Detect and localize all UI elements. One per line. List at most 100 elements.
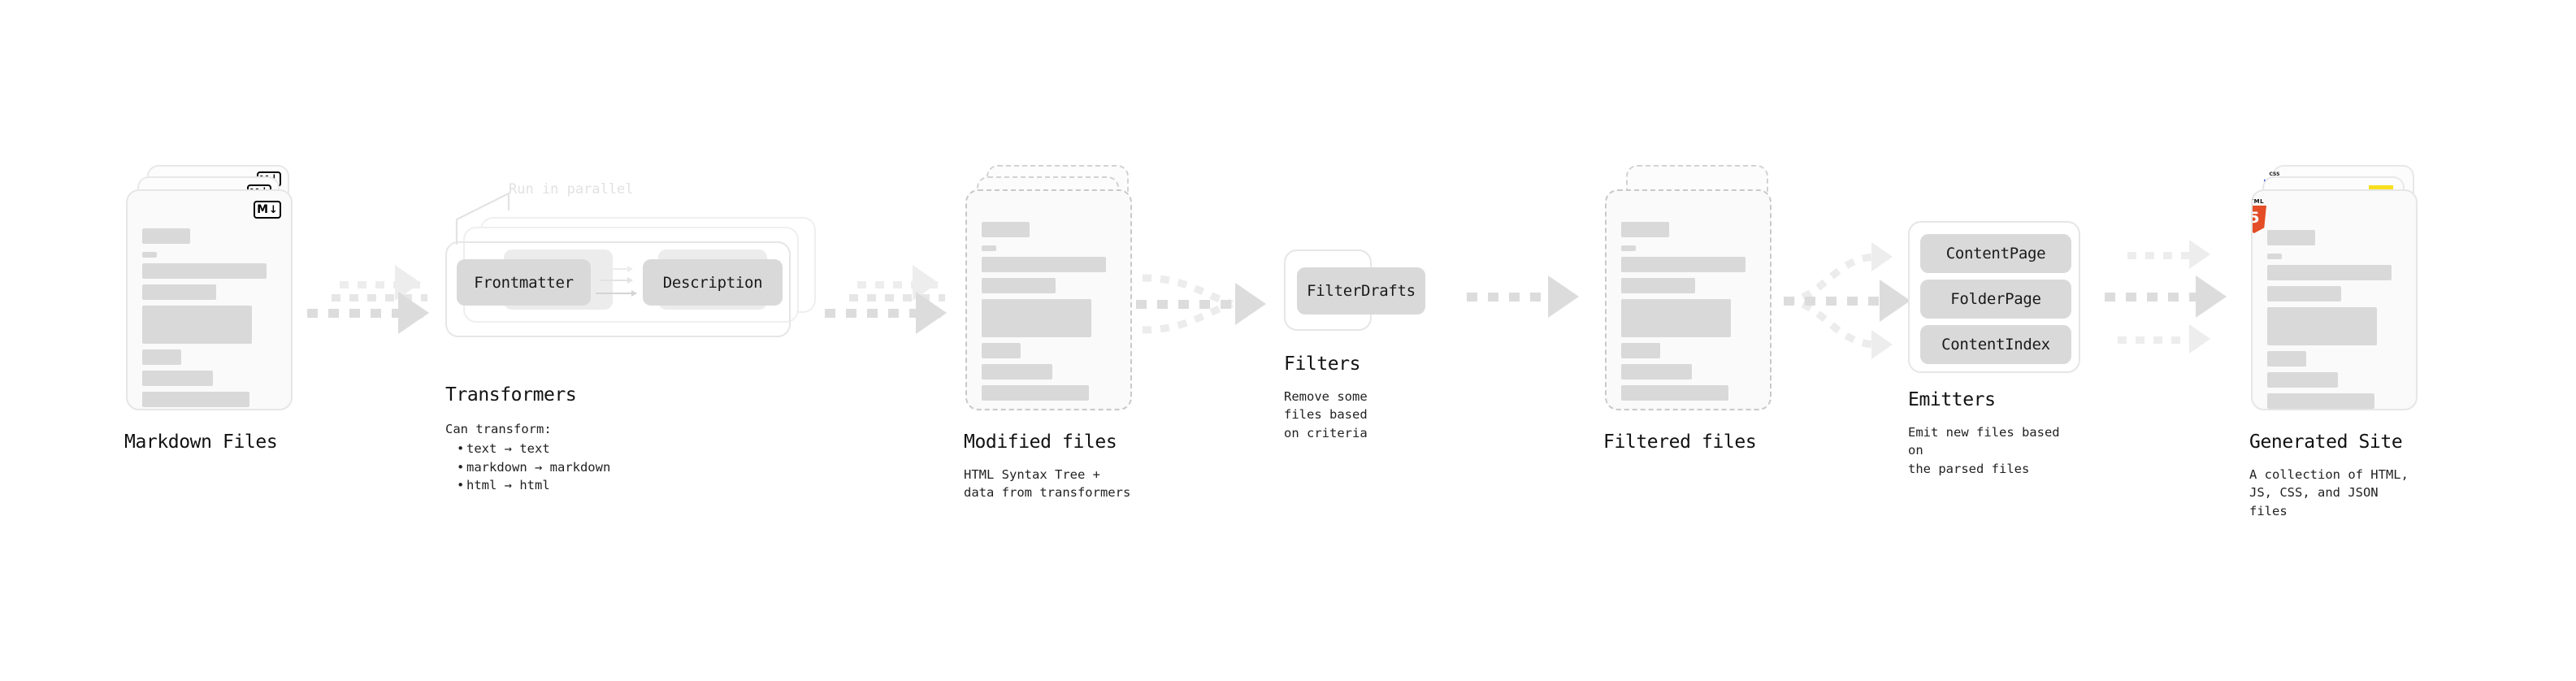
capability-items: text → text markdown → markdown html → h… <box>445 440 610 495</box>
content-line <box>1621 364 1693 380</box>
content-line <box>142 284 216 300</box>
list-item: text → text <box>457 440 610 458</box>
markdown-icon: M↓ <box>254 201 281 219</box>
flow-arrow-filtered-to-emitters <box>1784 236 1934 366</box>
arrow-head-main <box>2196 275 2227 318</box>
arrow-dash-main <box>307 309 427 318</box>
content-line <box>982 222 1030 237</box>
transformer-chip-description[interactable]: Description <box>643 259 783 306</box>
content-line <box>1621 278 1695 293</box>
filter-chip-filterdrafts[interactable]: FilterDrafts <box>1297 267 1425 314</box>
stage-filtered-files: Filtered files <box>1603 165 1772 453</box>
content-line <box>1621 257 1746 272</box>
content-line <box>142 349 181 365</box>
arrow-head-bottom <box>2189 324 2210 354</box>
markdown-icon-letter: M <box>257 203 269 216</box>
flow-arrow-markdown-to-transformers <box>307 265 437 349</box>
arrow-head-main <box>1235 283 1266 325</box>
content-line <box>142 228 191 244</box>
flow-arrow-emitters-to-site <box>2105 234 2251 364</box>
stage-emitters: ContentPage FolderPage ContentIndex Emit… <box>1908 221 2080 476</box>
html5-icon-shield <box>2253 206 2266 233</box>
file-content-placeholder <box>2267 230 2401 409</box>
caption-filtered-files: Filtered files <box>1603 432 1757 453</box>
content-line <box>2267 372 2339 388</box>
arrow-dash-bottom <box>2118 336 2197 344</box>
modified-file-card <box>965 189 1132 410</box>
content-line <box>982 385 1089 401</box>
filters-box: FilterDrafts <box>1284 249 1425 331</box>
arrow-head-main <box>1880 280 1910 322</box>
stage-generated-site: CSS HTML <box>2249 165 2418 518</box>
transformers-box: Frontmatter Description <box>445 241 791 337</box>
arrow-dash-top <box>340 281 427 288</box>
content-line <box>1621 299 1732 337</box>
content-line <box>982 299 1092 337</box>
caption-filters: Filters <box>1284 354 1361 375</box>
stage-filters: FilterDrafts Filters Remove some files b… <box>1284 249 1425 440</box>
emitters-box: ContentPage FolderPage ContentIndex <box>1908 221 2080 373</box>
stage-markdown-files: M↓ M↓ M↓ <box>124 165 293 453</box>
arrow-dash-main <box>825 309 945 318</box>
content-line <box>2267 230 2316 245</box>
content-line <box>1621 343 1660 358</box>
html5-icon-label: HTML <box>2253 198 2265 205</box>
arrow-dash-top <box>2127 252 2197 259</box>
subcaption-filters: Remove some files based on criteria <box>1284 389 1368 440</box>
flow-arrow-transformers-to-modified <box>825 265 955 349</box>
css3-icon-label: CSS <box>2269 171 2280 177</box>
content-line <box>982 278 1056 293</box>
html5-icon: HTML <box>2253 198 2266 235</box>
arrow-dash-main <box>2105 293 2205 301</box>
content-line <box>2267 393 2374 409</box>
list-item: markdown → markdown <box>457 458 610 477</box>
emitter-chip-contentpage[interactable]: ContentPage <box>1920 234 2071 273</box>
modified-file-stack <box>965 165 1132 410</box>
caption-modified-files: Modified files <box>964 432 1117 453</box>
transformer-connector-arrow <box>600 266 633 272</box>
caption-markdown-files: Markdown Files <box>124 432 278 453</box>
file-content-placeholder <box>142 228 276 407</box>
caption-emitters: Emitters <box>1908 389 1996 410</box>
content-line <box>2267 286 2341 301</box>
arrow-head-main <box>916 292 947 334</box>
arrow-dash-main <box>1784 297 1888 306</box>
content-line <box>982 343 1021 358</box>
file-content-placeholder <box>982 222 1116 401</box>
subcaption-modified-files: HTML Syntax Tree + data from transformer… <box>964 467 1131 501</box>
filtered-file-stack <box>1605 165 1772 410</box>
transformer-chip-frontmatter[interactable]: Frontmatter <box>457 259 591 306</box>
generated-file-stack: CSS HTML <box>2251 165 2418 410</box>
arrow-dash-top <box>857 281 945 288</box>
bracket-icon <box>455 192 510 245</box>
content-line <box>142 263 267 279</box>
caption-generated-site: Generated Site <box>2249 432 2403 453</box>
content-line <box>982 364 1053 380</box>
arrow-dash-mid <box>849 294 945 301</box>
markdown-file-stack: M↓ M↓ M↓ <box>126 165 293 410</box>
markdown-file-card: M↓ <box>126 189 293 410</box>
content-line <box>142 371 214 386</box>
content-line <box>2267 307 2378 345</box>
content-line <box>1621 245 1637 251</box>
markdown-icon-arrow: ↓ <box>269 203 278 216</box>
content-line <box>2267 265 2392 280</box>
arrow-dash-main <box>1136 300 1242 309</box>
content-line <box>1621 222 1670 237</box>
content-line <box>142 392 249 407</box>
arrow-head-main <box>1548 275 1579 318</box>
flow-arrow-modified-to-filters <box>1136 260 1282 349</box>
file-content-placeholder <box>1621 222 1755 401</box>
emitter-chip-folderpage[interactable]: FolderPage <box>1920 280 2071 319</box>
stage-modified-files: Modified files HTML Syntax Tree + data f… <box>964 165 1132 500</box>
list-header: Can transform: <box>445 422 552 436</box>
arrow-head-top <box>2189 240 2210 269</box>
transformer-connector-arrow <box>596 290 637 297</box>
emitter-chip-contentindex[interactable]: ContentIndex <box>1920 325 2071 364</box>
content-line <box>982 257 1107 272</box>
content-line <box>142 252 158 258</box>
stage-transformers: Run in parallel Frontmatter Description <box>445 181 816 495</box>
subcaption-emitters: Emit new files based on the parsed files <box>1908 425 2060 476</box>
arrow-dash-main <box>1467 293 1558 301</box>
